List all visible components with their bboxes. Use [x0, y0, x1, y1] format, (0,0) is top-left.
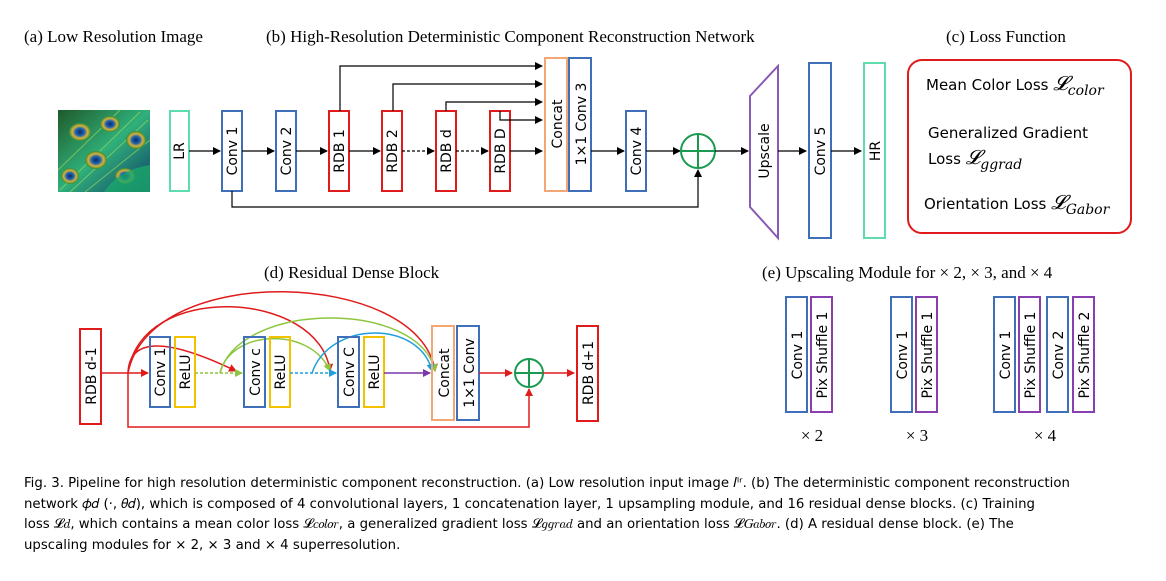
rdb-sum-node-icon [514, 358, 544, 388]
rdb-next-block [576, 325, 599, 422]
rdb2-label: RDB 2 [385, 129, 401, 172]
rdb-relu3-block [363, 336, 385, 408]
rdb-conv1x1-label: 1×1 Conv [462, 338, 478, 408]
concat-block [544, 57, 568, 192]
rdb-convC-block [337, 336, 360, 408]
x3-shuffle-label: Pix Shuffle 1 [920, 312, 936, 399]
x3-shuffle-block [915, 296, 938, 413]
panel-title-c: (c) Loss Function [946, 27, 1066, 46]
panel-title-a: (a) Low Resolution Image [24, 27, 203, 46]
sum-node-icon [680, 133, 716, 169]
rdb-relu2-label: ReLU [273, 354, 289, 389]
upscaling-panel: Conv 1 Pix Shuffle 1 × 2 Conv 1 Pix Shuf… [785, 296, 1095, 445]
x2-shuffle-block [810, 296, 833, 413]
x3-conv-block [890, 296, 913, 413]
upscale-label: Upscale [757, 123, 773, 178]
x4-conv1-block [993, 296, 1016, 413]
caption-line-2: network 𝜙𝑑 (·, 𝜃𝑑), which is composed of… [24, 496, 1035, 512]
panel-title-e: (e) Upscaling Module for × 2, × 3, and ×… [762, 263, 1053, 282]
rdb1-label: RDB 1 [332, 129, 348, 172]
x4-scale-label: × 4 [1034, 426, 1057, 445]
rdb-conv1-block [149, 336, 171, 408]
caption-line-1: Fig. 3. Pipeline for high resolution det… [24, 476, 1070, 491]
loss-box [907, 59, 1132, 234]
x2-conv-label: Conv 1 [790, 331, 806, 380]
pipeline-diagram: (a) Low Resolution Image (b) High-Resolu… [24, 27, 1132, 445]
network-panel: LR Conv 1 Conv 2 RDB 1 RDB 2 RDB d RDB D [169, 57, 886, 241]
x4-shuffle2-label: Pix Shuffle 2 [1077, 312, 1093, 399]
rdb-prev-block [79, 328, 102, 425]
caption-line-3: loss 𝓛𝑑, which contains a mean color los… [24, 517, 1014, 532]
rdb-concat-label: Concat [437, 348, 453, 397]
rdb-relu2-block [269, 336, 291, 408]
conv5-label: Conv 5 [813, 127, 829, 176]
x4-shuffle2-block [1072, 296, 1095, 413]
conv3-block [568, 57, 592, 192]
rdb-relu1-block [174, 336, 196, 408]
rdb-prev-label: RDB d-1 [84, 347, 100, 404]
conv3-label: 1×1 Conv 3 [574, 83, 590, 166]
rdbd-label: RDB d [439, 129, 455, 172]
conv2-label: Conv 2 [279, 127, 295, 176]
gradient-loss-label-line2: Loss [928, 150, 961, 168]
svg-text:Orientation Loss 𝓛Gabor: Orientation Loss 𝓛Gabor [924, 190, 1111, 218]
x2-shuffle-label: Pix Shuffle 1 [815, 312, 831, 399]
hr-block [863, 62, 886, 239]
rdbD-label: RDB D [493, 128, 509, 173]
rdb-convc-block [243, 336, 266, 408]
figure-caption: Fig. 3. Pipeline for high resolution det… [24, 474, 1144, 556]
orientation-loss-label: Orientation Loss [924, 195, 1047, 213]
input-image-thumbnail [57, 109, 151, 193]
loss-panel: Mean Color Loss 𝓛color Generalized Gradi… [907, 59, 1132, 234]
conv1-label: Conv 1 [225, 127, 241, 176]
panel-title-d: (d) Residual Dense Block [264, 263, 440, 282]
x4-conv2-block [1046, 296, 1069, 413]
rdb-convC-label: Conv C [342, 347, 358, 397]
x2-conv-block [785, 296, 808, 413]
rdb-concat-block [431, 325, 455, 421]
x4-shuffle1-label: Pix Shuffle 1 [1023, 312, 1039, 399]
mean-color-loss-label: Mean Color Loss [926, 76, 1049, 94]
x4-shuffle1-block [1018, 296, 1041, 413]
rdb-conv1-label: Conv 1 [153, 348, 169, 397]
gradient-loss-label-line1: Generalized Gradient [928, 124, 1088, 142]
rdb-convc-label: Conv c [248, 348, 264, 396]
upscale-block [749, 63, 779, 241]
x3-scale-label: × 3 [906, 426, 928, 445]
x2-scale-label: × 2 [801, 426, 823, 445]
lr-label: LR [172, 142, 188, 160]
rdb-relu1-label: ReLU [178, 354, 194, 389]
x4-conv2-label: Conv 2 [1051, 331, 1067, 380]
rdb-relu3-label: ReLU [367, 354, 383, 389]
rdb-next-label: RDB d+1 [581, 341, 597, 405]
rdb-panel: RDB d-1 Conv 1 ReLU Conv c ReLU Conv C R… [79, 291, 599, 428]
conv4-label: Conv 4 [629, 126, 645, 175]
x3-conv-label: Conv 1 [895, 331, 911, 380]
concat-label: Concat [550, 99, 566, 148]
caption-line-4: upscaling modules for × 2, × 3 and × 4 s… [24, 537, 401, 553]
svg-text:Mean Color Loss 𝓛color: Mean Color Loss 𝓛color [926, 71, 1105, 99]
x4-conv1-label: Conv 1 [998, 331, 1014, 380]
svg-text:Loss 𝓛ggrad: Loss 𝓛ggrad [928, 145, 1022, 173]
hr-label: HR [868, 141, 884, 162]
panel-title-b: (b) High-Resolution Deterministic Compon… [266, 27, 755, 46]
